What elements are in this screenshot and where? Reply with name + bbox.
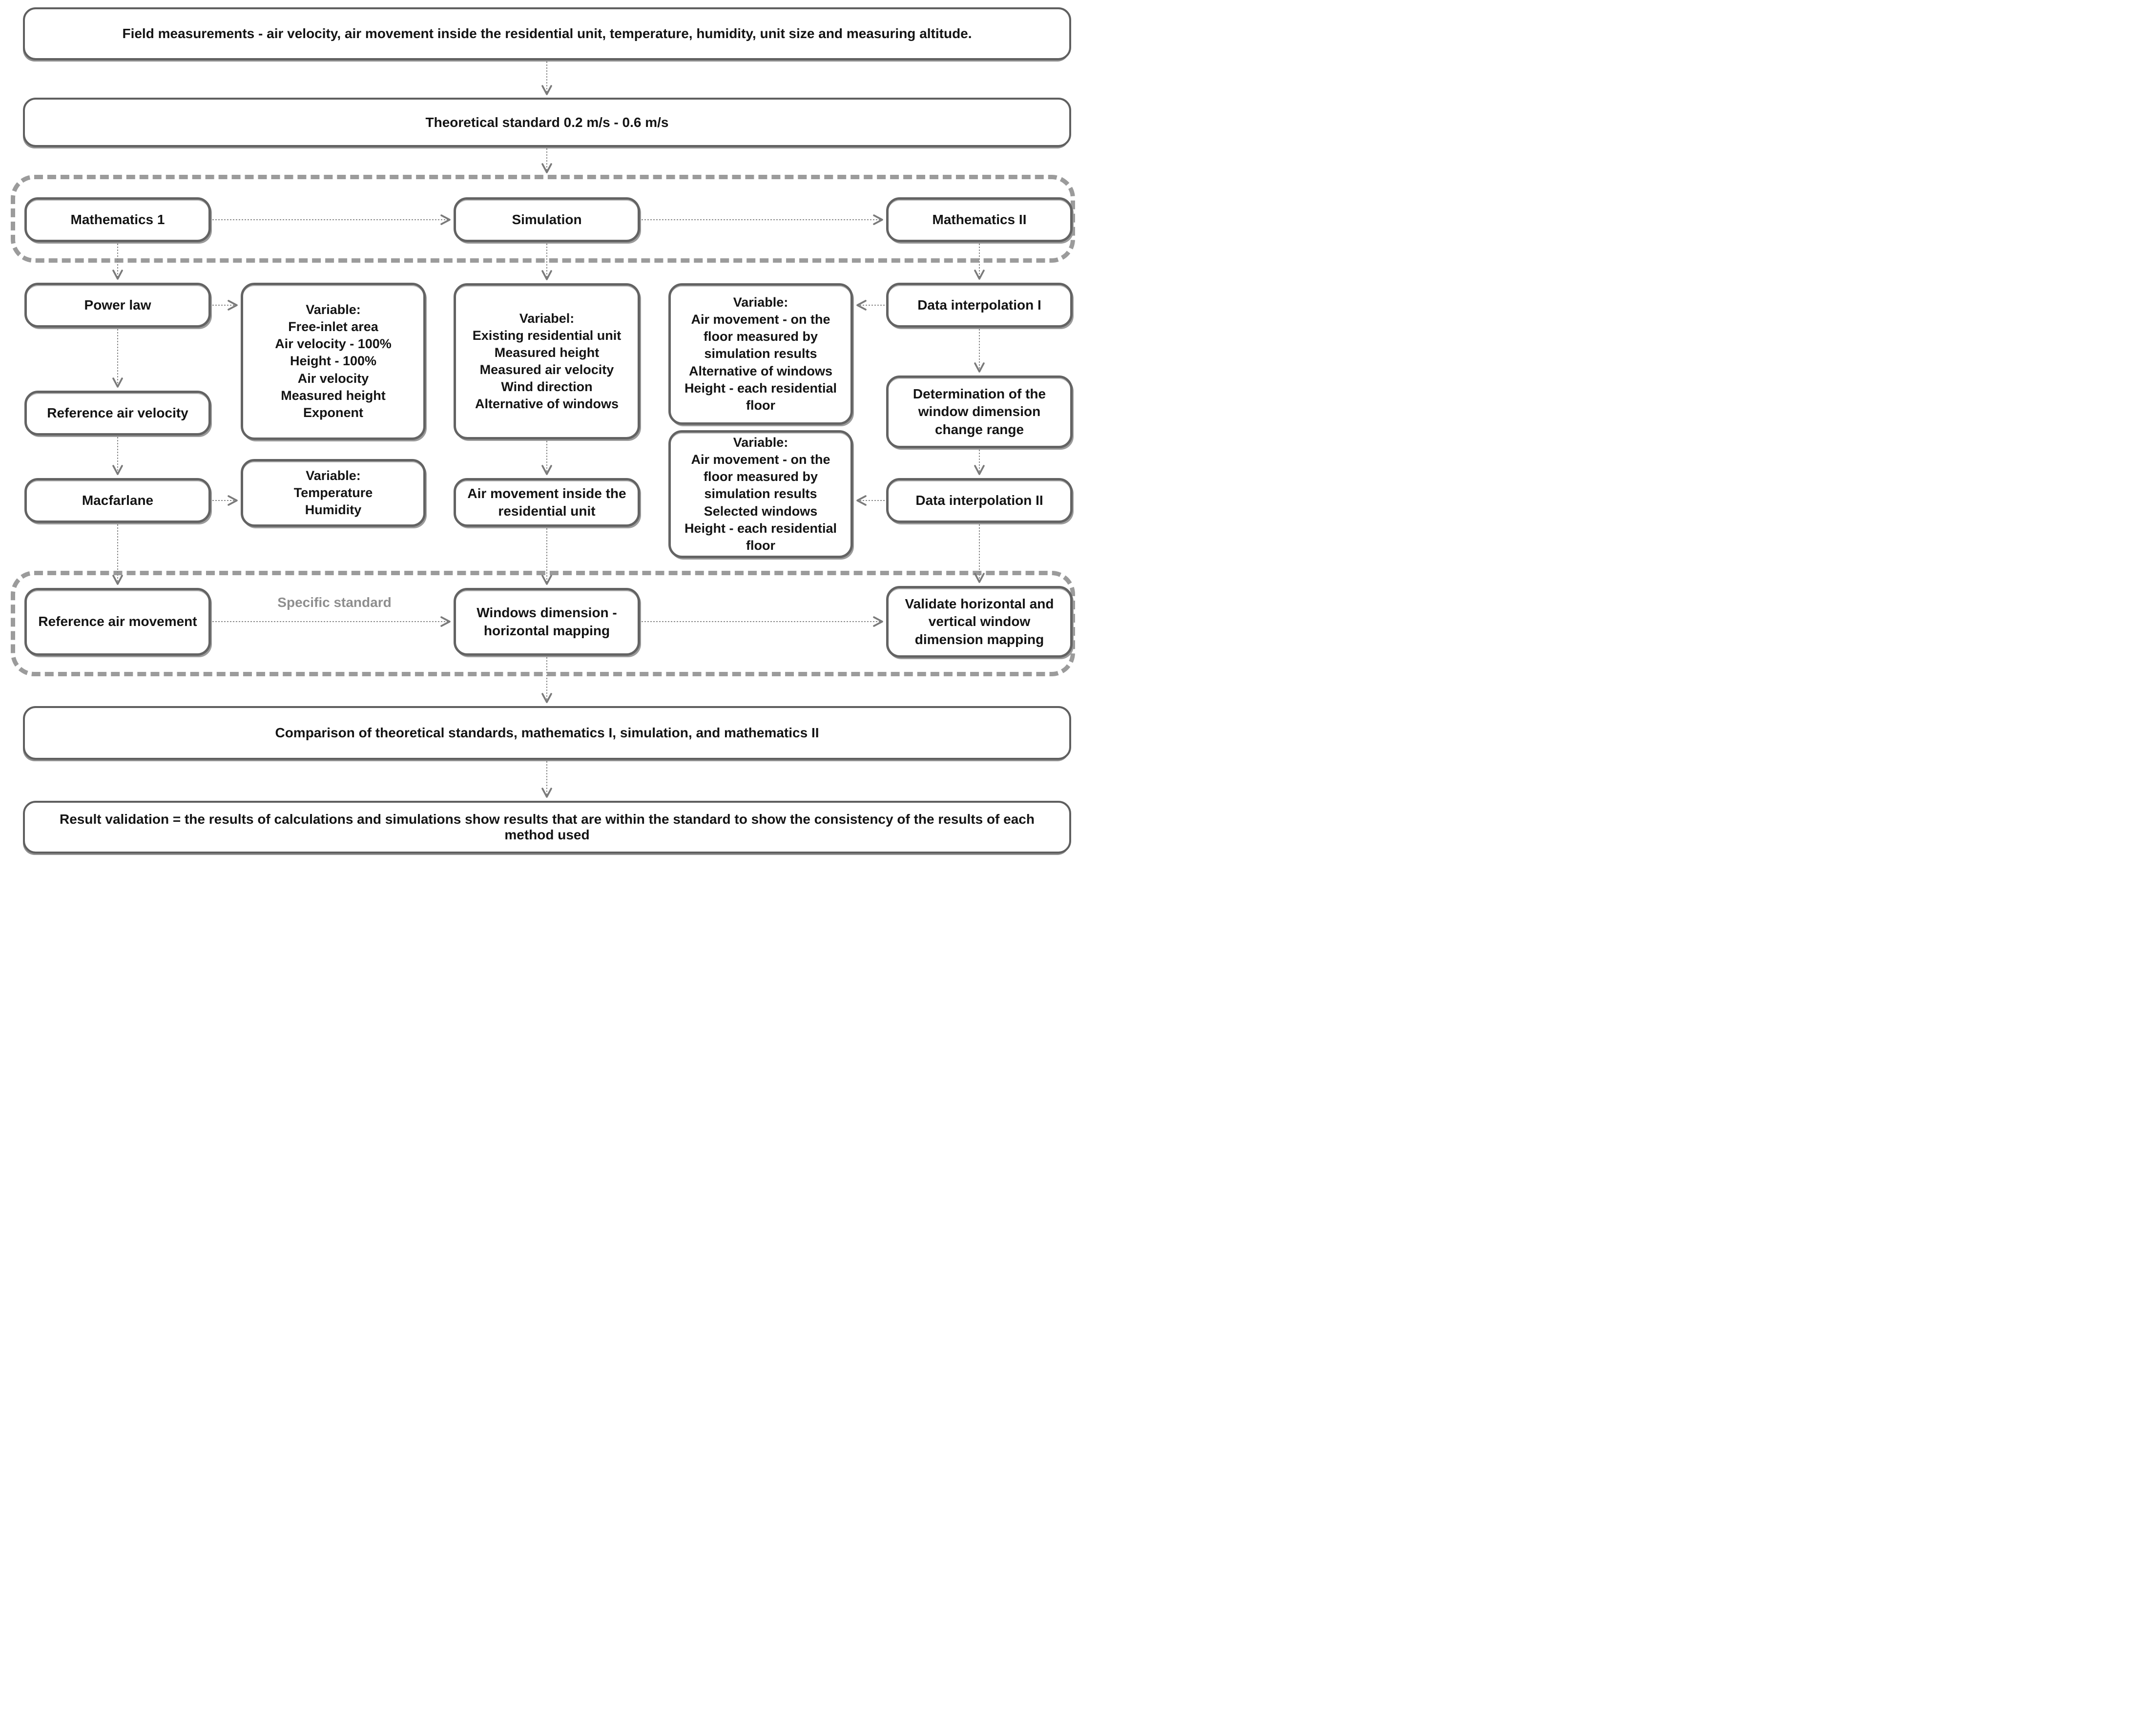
varbox-simulation: Variabel: Existing residential unit Meas…: [454, 283, 640, 439]
node-validate-window-mapping: Validate horizontal and vertical window …: [886, 586, 1073, 658]
varbox-power-law-line: Air velocity - 100%: [275, 336, 392, 352]
node-windows-dimension-mapping: Windows dimension - horizontal mapping: [454, 588, 640, 656]
node-mathematics-1-label: Mathematics 1: [70, 211, 165, 227]
varbox-interpolation-2-line: Height - each residential floor: [684, 521, 837, 553]
varbox-simulation-line: Alternative of windows: [475, 396, 619, 412]
varbox-simulation-title: Variabel:: [519, 311, 575, 326]
varbox-interpolation-1: Variable: Air movement - on the floor me…: [668, 283, 853, 425]
node-determination-window-range: Determination of the window dimension ch…: [886, 375, 1073, 448]
node-data-interpolation-1-label: Data interpolation I: [917, 297, 1041, 313]
node-macfarlane-label: Macfarlane: [82, 492, 154, 508]
varbox-interpolation-1-title: Variable:: [733, 295, 788, 310]
varbox-interpolation-2-title: Variable:: [733, 435, 788, 450]
varbox-simulation-line: Wind direction: [501, 379, 593, 395]
varbox-power-law-line: Free-inlet area: [288, 319, 378, 334]
varbox-power-law-line: Height - 100%: [290, 354, 377, 369]
varbox-simulation-line: Measured air velocity: [479, 362, 614, 377]
varbox-interpolation-1-line: Alternative of windows: [688, 363, 833, 378]
node-validate-window-mapping-label: Validate horizontal and vertical window …: [905, 596, 1054, 647]
banner-result-validation: Result validation = the results of calcu…: [23, 801, 1071, 854]
banner-field-measurements: Field measurements - air velocity, air m…: [23, 7, 1071, 60]
banner-theoretical-standard-text: Theoretical standard 0.2 m/s - 0.6 m/s: [425, 114, 669, 130]
label-specific-standard-text: Specific standard: [277, 595, 392, 610]
node-determination-window-range-label: Determination of the window dimension ch…: [912, 386, 1046, 437]
node-air-movement-inside-label: Air movement inside the residential unit: [467, 485, 626, 519]
banner-theoretical-standard: Theoretical standard 0.2 m/s - 0.6 m/s: [23, 98, 1071, 147]
flowchart-canvas: Field measurements - air velocity, air m…: [0, 0, 1078, 854]
varbox-power-law-line: Air velocity: [297, 371, 369, 386]
node-windows-dimension-mapping-label: Windows dimension - horizontal mapping: [477, 605, 617, 638]
varbox-macfarlane-title: Variable:: [306, 468, 361, 483]
varbox-macfarlane-line: Humidity: [305, 502, 362, 518]
varbox-power-law-title: Variable:: [306, 302, 361, 317]
node-data-interpolation-2: Data interpolation II: [886, 478, 1073, 523]
node-data-interpolation-2-label: Data interpolation II: [915, 492, 1043, 508]
node-reference-air-velocity: Reference air velocity: [24, 391, 211, 436]
varbox-interpolation-1-line: Height - each residential floor: [684, 380, 837, 413]
banner-comparison-text: Comparison of theoretical standards, mat…: [275, 725, 819, 740]
varbox-interpolation-1-line: Air movement - on the floor measured by …: [691, 312, 830, 361]
banner-comparison: Comparison of theoretical standards, mat…: [23, 706, 1071, 760]
banner-field-measurements-text: Field measurements - air velocity, air m…: [122, 26, 972, 41]
varbox-simulation-line: Existing residential unit: [472, 328, 622, 343]
varbox-power-law: Variable: Free-inlet area Air velocity -…: [241, 283, 426, 440]
node-power-law-label: Power law: [84, 297, 151, 313]
node-simulation-label: Simulation: [512, 211, 582, 227]
label-specific-standard: Specific standard: [266, 595, 403, 610]
varbox-interpolation-2-line: Air movement - on the floor measured by …: [691, 452, 830, 501]
node-macfarlane: Macfarlane: [24, 478, 211, 523]
node-reference-air-movement: Reference air movement: [24, 588, 211, 656]
node-power-law: Power law: [24, 283, 211, 328]
group-validation-dashed-frame: [11, 571, 1075, 676]
node-reference-air-velocity-label: Reference air velocity: [47, 405, 188, 420]
node-simulation: Simulation: [454, 197, 640, 242]
varbox-simulation-line: Measured height: [494, 345, 600, 360]
node-mathematics-2: Mathematics II: [886, 197, 1073, 242]
varbox-interpolation-2: Variable: Air movement - on the floor me…: [668, 430, 853, 558]
varbox-power-law-line: Exponent: [303, 405, 363, 420]
varbox-macfarlane-line: Temperature: [293, 485, 373, 500]
varbox-macfarlane: Variable: Temperature Humidity: [241, 459, 426, 527]
node-reference-air-movement-label: Reference air movement: [38, 614, 197, 629]
node-mathematics-1: Mathematics 1: [24, 197, 211, 242]
node-mathematics-2-label: Mathematics II: [932, 211, 1027, 227]
group-methods-dashed-frame: [11, 175, 1075, 263]
varbox-interpolation-2-line: Selected windows: [704, 503, 818, 519]
node-data-interpolation-1: Data interpolation I: [886, 283, 1073, 328]
node-air-movement-inside: Air movement inside the residential unit: [454, 478, 640, 527]
varbox-power-law-line: Measured height: [281, 388, 386, 403]
banner-result-validation-text: Result validation = the results of calcu…: [60, 812, 1035, 842]
